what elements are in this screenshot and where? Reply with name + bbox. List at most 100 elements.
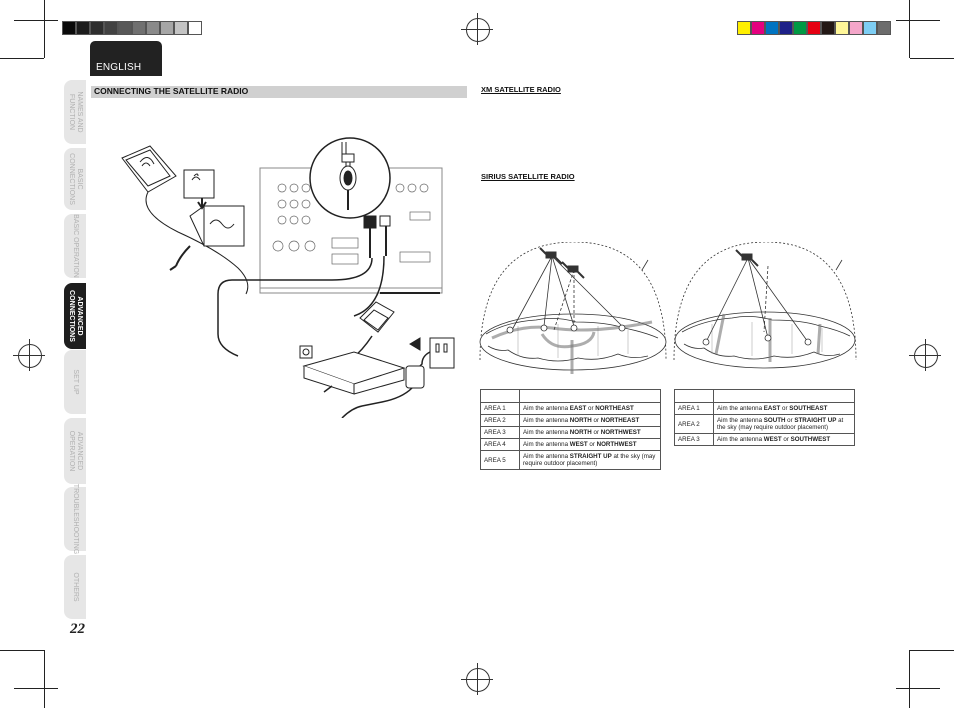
color-swatch <box>737 21 751 35</box>
area-cell: AREA 5 <box>480 450 520 470</box>
direction-text-part: or <box>780 405 790 412</box>
color-swatch <box>877 21 891 35</box>
color-swatch <box>104 21 118 35</box>
crop-mark <box>14 688 58 689</box>
color-swatch <box>835 21 849 35</box>
satellite-icon <box>539 247 585 279</box>
direction-text-part: WEST <box>569 441 588 448</box>
sirius-section-title: SIRIUS SATELLITE RADIO <box>481 172 575 181</box>
crop-mark <box>909 0 910 58</box>
color-swatch <box>90 21 104 35</box>
color-swatch <box>118 21 132 35</box>
language-text: ENGLISH <box>96 62 142 73</box>
area-cell: AREA 3 <box>674 433 714 446</box>
area-cell: AREA 2 <box>480 414 520 427</box>
page-number: 22 <box>70 621 85 637</box>
direction-text-part: or <box>785 417 795 424</box>
side-tab-2[interactable]: BASIC OPERATION <box>64 214 86 278</box>
registration-mark <box>13 339 45 371</box>
color-swatch <box>146 21 160 35</box>
direction-text-part: SOUTHEAST <box>789 405 828 412</box>
crop-mark <box>0 650 44 651</box>
direction-text-part: SOUTH <box>763 417 786 424</box>
side-tab-label: TROUBLESHOOTING <box>72 483 79 555</box>
direction-text-part: NORTHEAST <box>595 405 634 412</box>
direction-text-part: NORTHEAST <box>600 417 640 424</box>
gray-color-bar <box>62 21 202 35</box>
side-tab-7[interactable]: OTHERS <box>64 555 86 619</box>
color-swatch <box>849 21 863 35</box>
direction-text-part: Aim the antenna <box>523 417 570 424</box>
color-swatch <box>821 21 835 35</box>
side-tab-label: NAMES AND FUNCTION <box>68 91 83 133</box>
crop-mark <box>896 20 940 21</box>
direction-text-part: SOUTHWEST <box>790 436 831 443</box>
crop-mark <box>0 58 44 59</box>
color-bar <box>737 21 891 35</box>
direction-text-part: Aim the antenna <box>717 436 764 443</box>
crop-mark <box>909 650 910 708</box>
power-adapter-icon <box>405 365 425 389</box>
direction-text-part: STRAIGHT UP <box>794 417 837 424</box>
direction-text-part: EAST <box>569 405 587 412</box>
color-swatch <box>751 21 765 35</box>
direction-text-part: or <box>591 429 601 436</box>
direction-text-part: NORTH <box>569 417 592 424</box>
direction-text-part: Aim the antenna <box>523 405 570 412</box>
crop-mark <box>44 0 45 58</box>
side-tab-5[interactable]: ADVANCED OPERATION <box>64 418 86 484</box>
side-tab-0[interactable]: NAMES AND FUNCTION <box>64 80 86 144</box>
direction-cell: Aim the antenna WEST or SOUTHWEST <box>713 433 855 446</box>
color-swatch <box>188 21 202 35</box>
direction-text-part: NORTH <box>569 429 592 436</box>
area-cell: AREA 2 <box>674 414 714 434</box>
side-tab-label: BASIC OPERATION <box>72 214 79 278</box>
direction-text-part: Aim the antenna <box>523 441 570 448</box>
side-tab-label: OTHERS <box>72 572 79 602</box>
direction-text-part: Aim the antenna <box>523 453 570 460</box>
xm-tuner-icon <box>183 169 215 199</box>
sirius-coverage-map <box>673 242 857 369</box>
crop-mark <box>44 650 45 708</box>
direction-text-part: at the sky (may require outdoor placemen… <box>523 453 656 467</box>
language-label: ENGLISH <box>90 41 162 76</box>
section-title: CONNECTING THE SATELLITE RADIO <box>94 86 249 96</box>
side-tab-3[interactable]: ADVANCED CONNECTIONS <box>64 283 86 349</box>
color-swatch <box>160 21 174 35</box>
direction-text-part: NORTHWEST <box>600 429 641 436</box>
direction-text-part: WEST <box>763 436 782 443</box>
xm-section-title: XM SATELLITE RADIO <box>481 85 561 94</box>
direction-text-part: NORTHWEST <box>596 441 637 448</box>
color-swatch <box>863 21 877 35</box>
direction-cell: Aim the antenna SOUTH or STRAIGHT UP at … <box>713 414 855 434</box>
direction-text-part: Aim the antenna <box>717 417 764 424</box>
side-tab-1[interactable]: BASIC CONNECTIONS <box>64 148 86 210</box>
direction-text-part: Aim the antenna <box>523 429 570 436</box>
direction-cell: Aim the antenna EAST or SOUTHEAST <box>713 402 855 415</box>
color-swatch <box>807 21 821 35</box>
direction-text-part: or <box>586 405 596 412</box>
crop-mark <box>910 650 954 651</box>
side-tab-6[interactable]: TROUBLESHOOTING <box>64 483 86 555</box>
crop-mark <box>896 688 940 689</box>
side-tab-4[interactable]: SET UP <box>64 350 86 414</box>
registration-mark <box>909 339 941 371</box>
direction-cell: Aim the antenna STRAIGHT UP at the sky (… <box>519 450 661 470</box>
crop-mark <box>910 58 954 59</box>
direction-cell: Aim the antenna WEST or NORTHWEST <box>519 438 661 451</box>
side-tab-label: ADVANCED CONNECTIONS <box>68 290 83 342</box>
direction-cell: Aim the antenna EAST or NORTHEAST <box>519 402 661 415</box>
color-swatch <box>765 21 779 35</box>
side-tab-label: BASIC CONNECTIONS <box>68 153 83 205</box>
area-cell: AREA 1 <box>674 402 714 415</box>
satellite-icon <box>735 249 759 267</box>
